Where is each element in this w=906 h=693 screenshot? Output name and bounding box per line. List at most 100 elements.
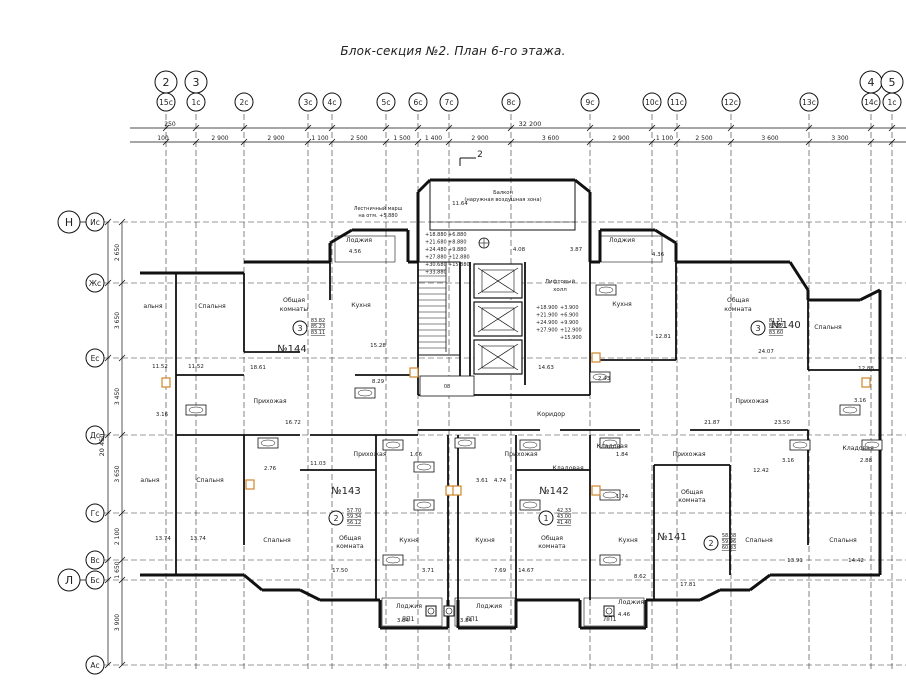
dimension-value: 3 900	[114, 614, 121, 631]
axis-label-top: 15с	[159, 98, 173, 107]
room-area: 11.64	[452, 201, 468, 207]
dimension-tick	[805, 138, 813, 146]
elevation-mark: +6.880	[448, 232, 467, 238]
dimension-value: 1 100	[656, 135, 673, 142]
room-label: Прихожая	[253, 398, 286, 405]
dimension-tick	[192, 138, 200, 146]
dimension-tick	[328, 138, 336, 146]
axis-major-label: 5	[889, 76, 896, 89]
room-label: на отм. +5.880	[358, 213, 397, 219]
elevator-cross	[477, 343, 519, 371]
dimension-value: 3 300	[831, 135, 848, 142]
dimension-tick	[414, 124, 422, 132]
axis-major-label: 3	[193, 76, 200, 89]
apartment-number: №140	[771, 320, 801, 331]
dimension-tick	[104, 556, 112, 564]
service-marker	[161, 377, 171, 388]
axis-label-left: Бс	[90, 576, 99, 585]
dimension-tick	[162, 124, 170, 132]
apartment-rooms-circle	[703, 535, 719, 551]
dimension-value: 3 600	[761, 135, 778, 142]
elevation-mark: +21.680	[425, 240, 447, 246]
bathtub-basin	[602, 439, 618, 447]
room-area: 4.08	[513, 247, 526, 253]
room-label: холл	[553, 287, 567, 293]
bathtub	[599, 437, 621, 449]
elevation-mark: +18.880	[425, 232, 447, 238]
axis-bubble-top	[298, 92, 318, 112]
elevation-mark: +3.900	[560, 305, 579, 311]
dimension-value: 2 900	[211, 135, 228, 142]
room-area: 8.62	[634, 574, 646, 580]
dimension-tick	[805, 124, 813, 132]
room-label: комната	[538, 543, 566, 550]
bathtub-basin	[792, 441, 808, 449]
room-label: Кухня	[399, 537, 419, 544]
service-marker	[452, 485, 462, 496]
exterior-wall	[699, 588, 721, 602]
room-area: 3.84	[460, 618, 473, 624]
elevation-mark: +27.900	[536, 328, 558, 334]
room-label: Кухня	[618, 537, 638, 544]
stair-landing	[419, 375, 475, 397]
dimension-tick	[727, 124, 735, 132]
room-label: комнаты	[280, 306, 309, 313]
apartment-number: №143	[331, 486, 361, 497]
dimension-tick	[673, 138, 681, 146]
bathtub-basin	[457, 439, 473, 447]
dimension-tick	[673, 124, 681, 132]
apartment-number: №142	[539, 486, 569, 497]
lift-circle	[427, 607, 435, 615]
axis-label-top: 1с	[192, 98, 201, 107]
elevation-mark: +6.900	[560, 313, 579, 319]
axis-major-label: Л	[65, 574, 73, 587]
service-marker	[861, 377, 871, 388]
axis-bubble-top	[408, 92, 428, 112]
room-label: Коридор	[537, 411, 565, 418]
dimension-tick	[118, 509, 126, 517]
axis-bubble-top	[439, 92, 459, 112]
dimension-tick	[867, 124, 875, 132]
elevation-mark: +9.880	[448, 247, 467, 253]
room-label: Кладовая	[842, 445, 874, 452]
axis-bubble-top	[234, 92, 254, 112]
apartment-number: №144	[277, 344, 307, 355]
dimension-tick	[888, 124, 896, 132]
axis-label-top: 14с	[864, 98, 878, 107]
room-label: Лоджия	[618, 599, 644, 606]
axis-label-top: 13с	[802, 98, 816, 107]
room-area: 16.72	[285, 420, 301, 426]
room-label: альня	[143, 303, 162, 310]
room-area: 17.50	[332, 568, 348, 574]
room-label: ЛП1	[465, 616, 478, 623]
elevator-cabin	[481, 307, 515, 331]
dimension-tick	[162, 138, 170, 146]
axis-bubble-top	[642, 92, 662, 112]
dimension-tick	[727, 138, 735, 146]
elevator-cabin	[481, 269, 515, 293]
room-label: Кладовая	[596, 443, 628, 450]
apartment-area: 83.11	[311, 330, 325, 336]
exterior-wall	[788, 261, 810, 291]
service-marker	[245, 479, 255, 490]
loggia-outline	[381, 597, 443, 627]
room-area: 1.84	[616, 452, 629, 458]
apartment-area: 81.31	[769, 318, 783, 324]
room-area: 8.29	[372, 379, 385, 385]
dimension-value: 3 650	[114, 465, 121, 482]
elevation-mark: +21.900	[536, 313, 558, 319]
room-label: ЛП1	[603, 616, 616, 623]
dimension-value: 2 500	[695, 135, 712, 142]
axis-bubble-top	[376, 92, 396, 112]
room-label: Спальня	[745, 537, 773, 544]
axis-major-label: 2	[163, 76, 170, 89]
axis-label-left: Гс	[91, 509, 100, 518]
room-area: 13.74	[155, 536, 171, 542]
axis-label-top: 11с	[670, 98, 684, 107]
axis-label-top: 2с	[240, 98, 249, 107]
dimension-total: 20 450	[98, 434, 106, 457]
room-area: 4.74	[494, 478, 507, 484]
room-area: 18.61	[250, 365, 266, 371]
apartment-area: 57.70	[347, 508, 361, 514]
